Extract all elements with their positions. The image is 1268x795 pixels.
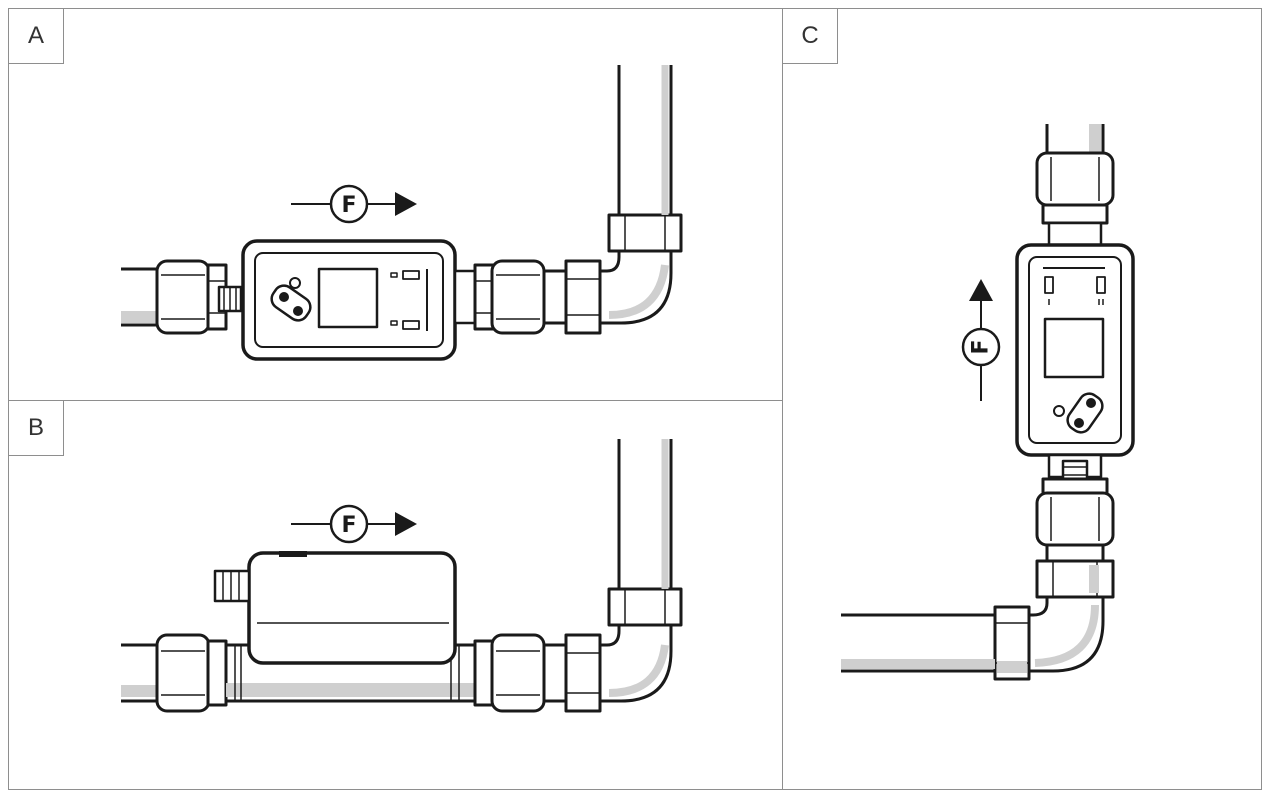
flow-label-a: F [341, 193, 356, 218]
panel-label-c: C [783, 9, 838, 64]
installation-diagram-b: F [121, 439, 683, 713]
panel-c: C [782, 8, 1262, 790]
installation-diagram-c: F [841, 124, 1135, 681]
panel-label-a: A [9, 9, 64, 64]
flow-label-b: F [341, 513, 356, 538]
panel-a: A [8, 8, 784, 402]
installation-diagram-a: F [121, 65, 683, 361]
panel-label-b: B [9, 401, 64, 456]
panel-b: B [8, 400, 784, 790]
flow-label-c: F [969, 339, 994, 354]
